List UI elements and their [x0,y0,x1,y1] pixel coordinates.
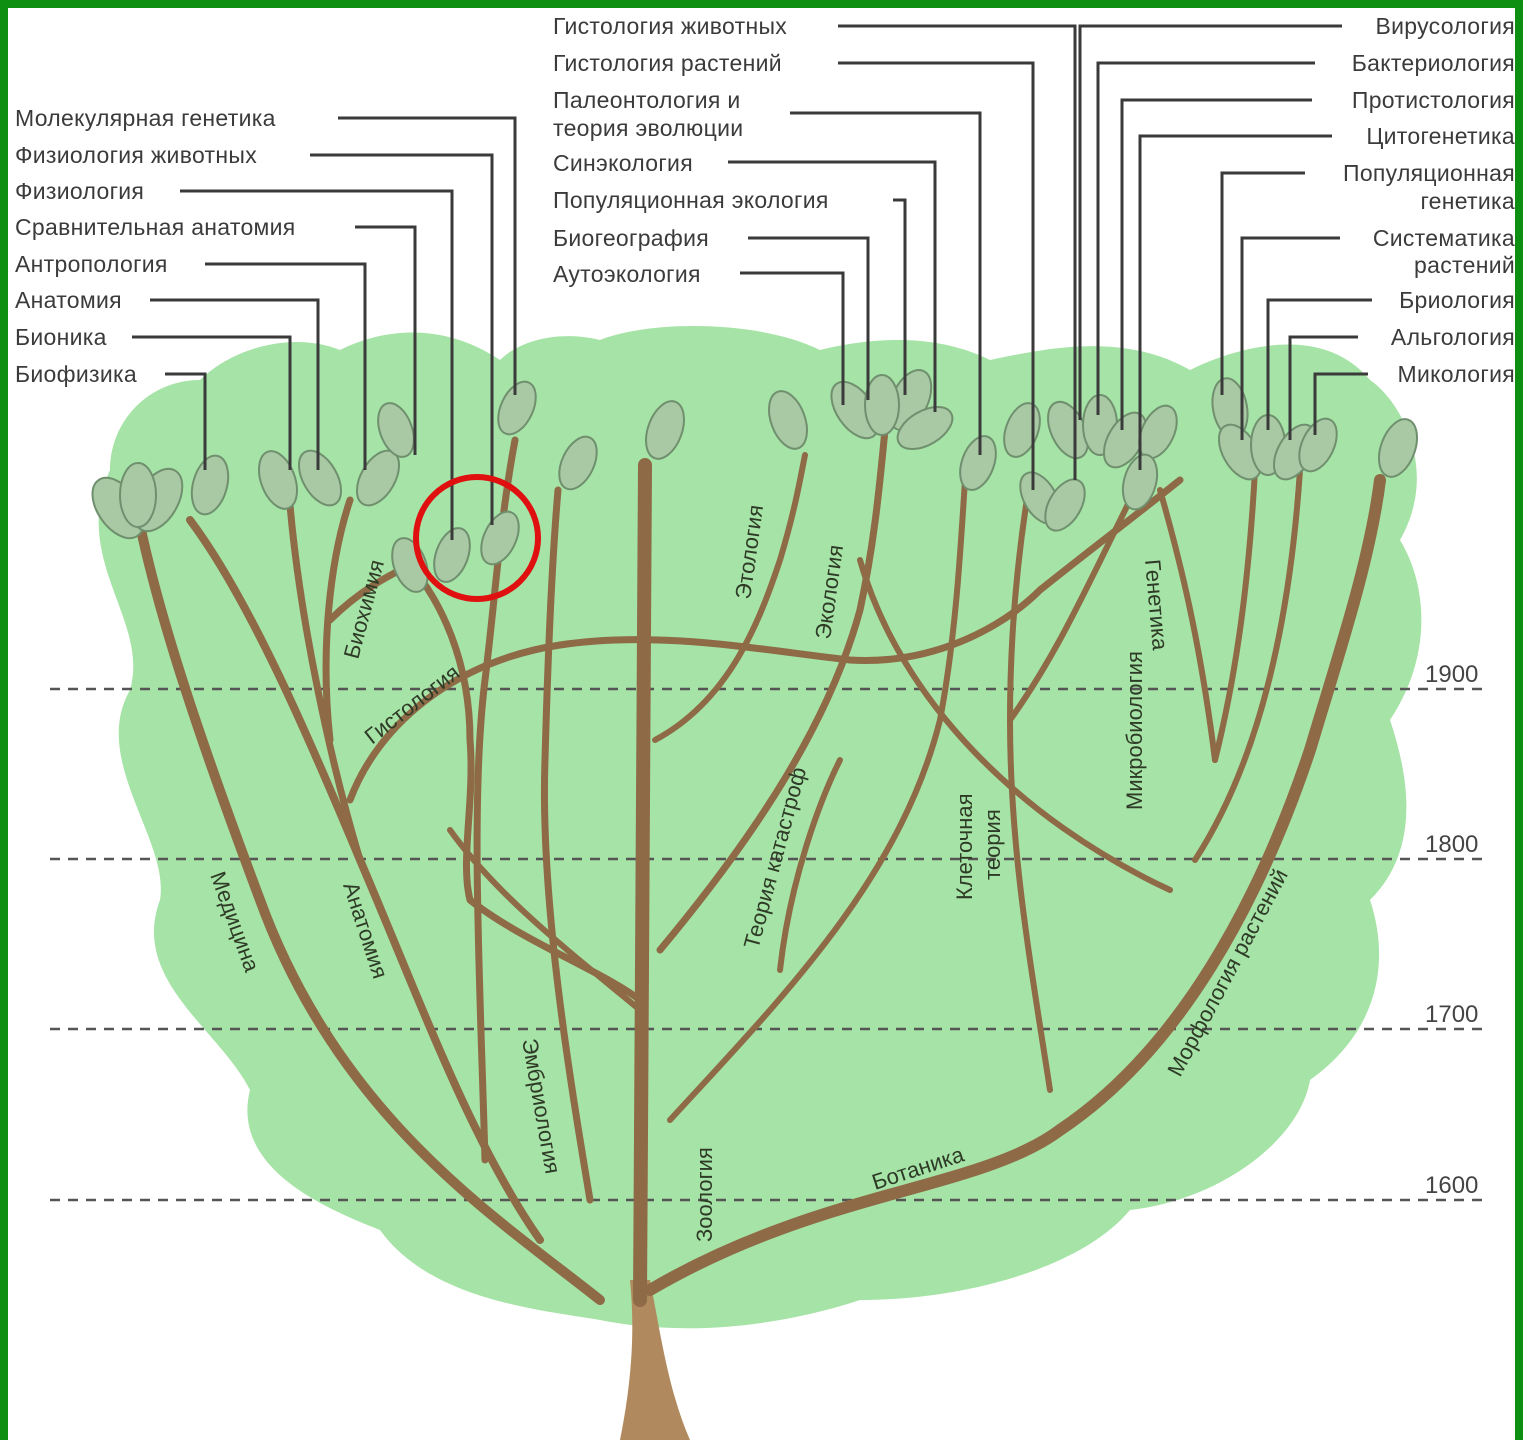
label-biophysics: Биофизика [15,361,137,387]
label-cytogenetics: Цитогенетика [1366,123,1515,149]
label-animal-histology: Гистология животных [553,13,787,39]
right-labels: Вирусология Бактериология Протистология … [1343,13,1515,387]
label-population-genetics-line1: Популяционная [1343,160,1515,186]
center-labels: Гистология животных Гистология растений … [553,13,829,287]
label-population-ecology: Популяционная экология [553,187,829,213]
label-mycology: Микология [1398,361,1515,387]
label-physiology: Физиология [15,178,144,204]
label-paleontology-line1: Палеонтология и [553,87,741,113]
label-protistology: Протистология [1352,87,1515,113]
label-animal-physiology: Физиология животных [15,142,257,168]
branch-label-zoology: Зоология [692,1147,717,1242]
label-comparative-anatomy: Сравнительная анатомия [15,214,296,240]
year-label-1600: 1600 [1425,1172,1478,1199]
label-biogeography: Биогеография [553,225,709,251]
main-stem [640,465,645,1300]
label-plant-systematics-line2: растений [1414,252,1515,278]
left-labels: Молекулярная генетика Физиология животны… [15,105,296,387]
label-paleontology-line2: теория эволюции [553,115,743,141]
branch-label-cell-theory-2: теория [980,809,1005,880]
year-label-1900: 1900 [1425,661,1478,688]
label-autecology: Аутоэкология [553,261,701,287]
year-label-1700: 1700 [1425,1001,1478,1028]
label-molecular-genetics: Молекулярная генетика [15,105,276,131]
label-bacteriology: Бактериология [1352,50,1515,76]
label-anatomy: Анатомия [15,287,122,313]
branch-label-cell-theory-1: Клеточная [952,794,977,901]
label-plant-histology: Гистология растений [553,50,782,76]
label-algology: Альгология [1391,324,1515,350]
tree-crown [99,326,1422,1328]
label-synecology: Синэкология [553,150,693,176]
label-plant-systematics-line1: Систематика [1373,225,1515,251]
label-bryology: Бриология [1399,287,1515,313]
year-label-1800: 1800 [1425,831,1478,858]
label-population-genetics-line2: генетика [1420,188,1515,214]
label-anthropology: Антропология [15,251,168,277]
label-bionics: Бионика [15,324,107,350]
label-virology: Вирусология [1376,13,1515,39]
branch-label-microbiology: Микробиология [1122,651,1147,810]
